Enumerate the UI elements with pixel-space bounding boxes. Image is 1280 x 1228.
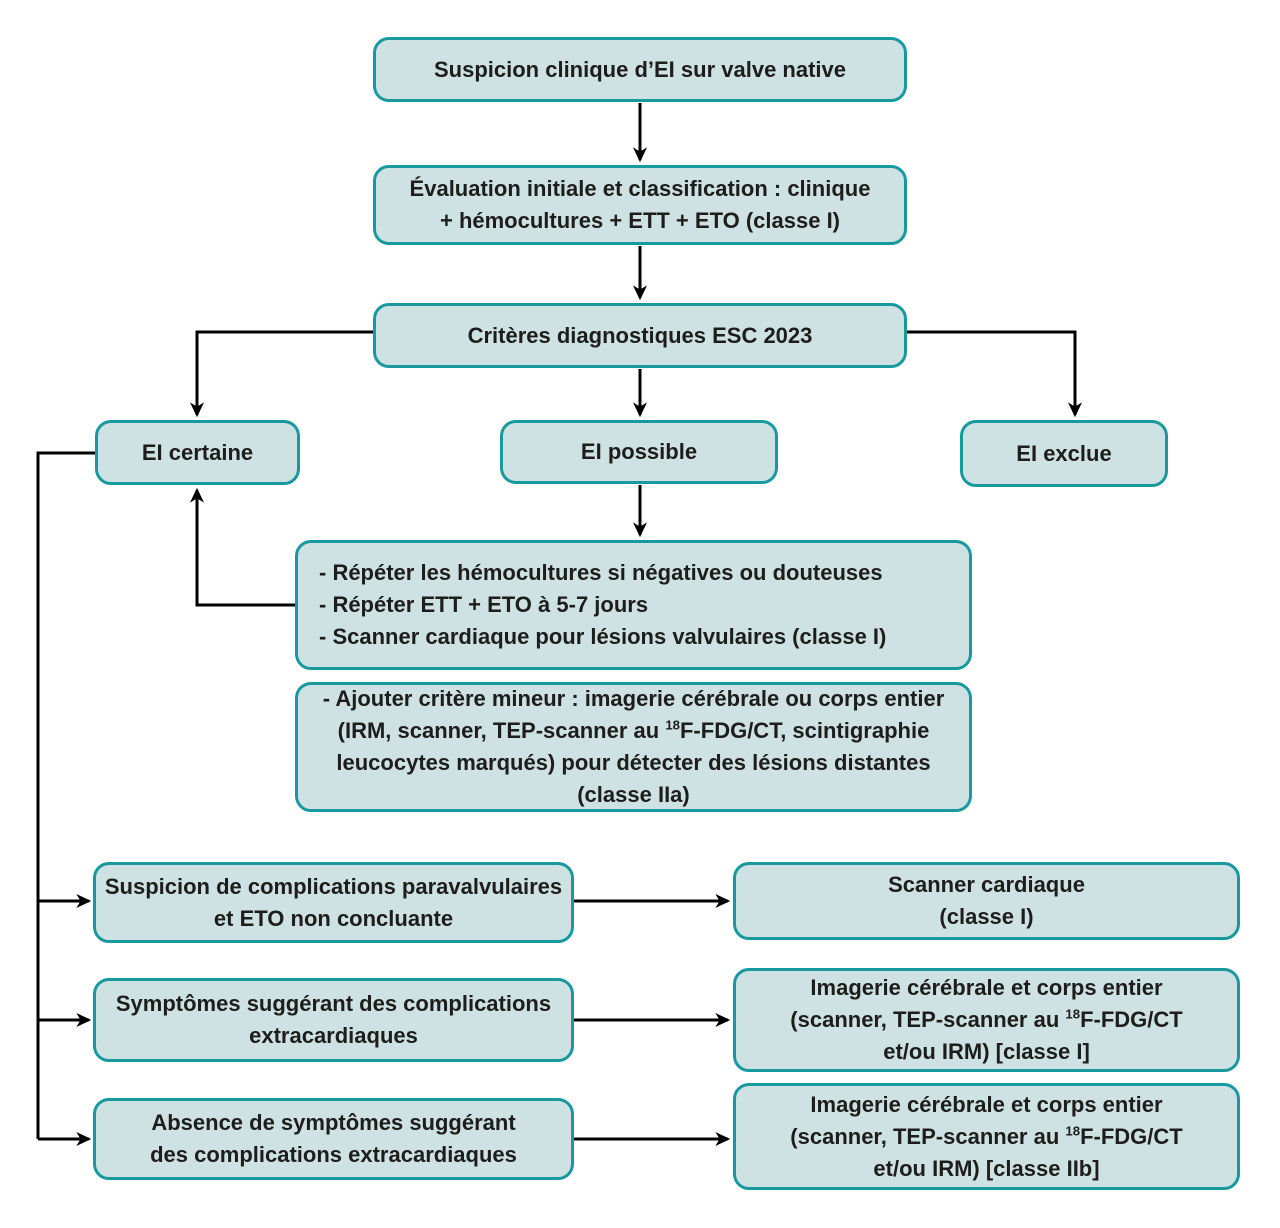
node-ei-exclue: EI exclue [960,420,1168,487]
node-label-line: extracardiaques [249,1023,418,1048]
superscript-18: 18 [665,717,680,733]
node-label: EI possible [580,439,698,464]
node-ei-possible: EI possible [500,420,778,484]
node-imagerie-classe-1: Imagerie cérébrale et corps entier (scan… [733,968,1240,1072]
node-label-line: et ETO non concluante [213,905,454,931]
node-repeter-examens: - Répéter les hémocultures si négatives … [295,540,972,670]
node-label-line: Symptômes suggérant des complications [115,991,552,1016]
node-label-line: (classe I) [939,904,1034,929]
superscript-18: 18 [1065,1006,1081,1022]
node-evaluation-initiale: Évaluation initiale et classification : … [373,165,907,245]
node-label-line: Suspicion de complications paravalvulair… [104,873,563,899]
node-label: EI certaine [141,439,254,465]
node-label-line: (classe IIa) [577,782,690,807]
node-imagerie-classe-2b: Imagerie cérébrale et corps entier (scan… [733,1083,1240,1190]
edge-criteres-to-ei-exclue [907,330,1083,418]
node-scanner-cardiaque: Scanner cardiaque (classe I) [733,862,1240,940]
node-label-line: - Ajouter critère mineur : imagerie céré… [322,686,945,711]
node-label-line: (scanner, TEP-scanner au 18F-FDG/CT [790,1123,1183,1149]
node-label-line: (IRM, scanner, TEP-scanner au 18F-FDG/CT… [337,717,930,743]
node-label-line: et/ou IRM) [classe IIb] [873,1155,1100,1181]
node-label-line: Absence de symptômes suggérant [151,1110,516,1135]
node-label-line: - Scanner cardiaque pour lésions valvula… [319,624,887,649]
node-label-line: Imagerie cérébrale et corps entier [810,975,1163,1000]
node-label-line: Imagerie cérébrale et corps entier [810,1091,1163,1117]
node-label: EI exclue [1016,440,1112,466]
node-label: Suspicion clinique d’EI sur valve native [433,56,847,82]
node-label-line: + hémocultures + ETT + ETO (classe I) [439,208,841,233]
node-absence-symptomes-extracardiaques: Absence de symptômes suggérant des compl… [93,1098,574,1180]
node-suspicion-complications-paravalvulaires: Suspicion de complications paravalvulair… [93,862,574,943]
node-label-line: - Répéter ETT + ETO à 5-7 jours [319,592,649,617]
node-label-line: Scanner cardiaque [888,872,1085,897]
node-label-line: des complications extracardiaques [150,1142,517,1167]
edge-repeter-to-ei-certaine [189,487,295,607]
edge-criteres-to-ei-certaine [189,330,373,418]
node-label: Critères diagnostiques ESC 2023 [467,322,813,348]
node-label-line: leucocytes marqués) pour détecter des lé… [336,750,931,775]
node-suspicion-clinique: Suspicion clinique d’EI sur valve native [373,37,907,102]
node-label-line: Évaluation initiale et classification : … [409,176,871,201]
node-criteres-esc-2023: Critères diagnostiques ESC 2023 [373,303,907,368]
node-symptomes-extracardiaques: Symptômes suggérant des complications ex… [93,978,574,1062]
node-label-line: et/ou IRM) [classe I] [883,1039,1090,1064]
node-ei-certaine: EI certaine [95,420,300,485]
node-label-line: - Répéter les hémocultures si négatives … [319,560,883,585]
superscript-18: 18 [1065,1123,1081,1139]
edge-ei-certaine-left-rail [36,451,95,1139]
node-ajouter-critere-mineur: - Ajouter critère mineur : imagerie céré… [295,682,972,812]
node-label-line: (scanner, TEP-scanner au 18F-FDG/CT [790,1006,1183,1032]
